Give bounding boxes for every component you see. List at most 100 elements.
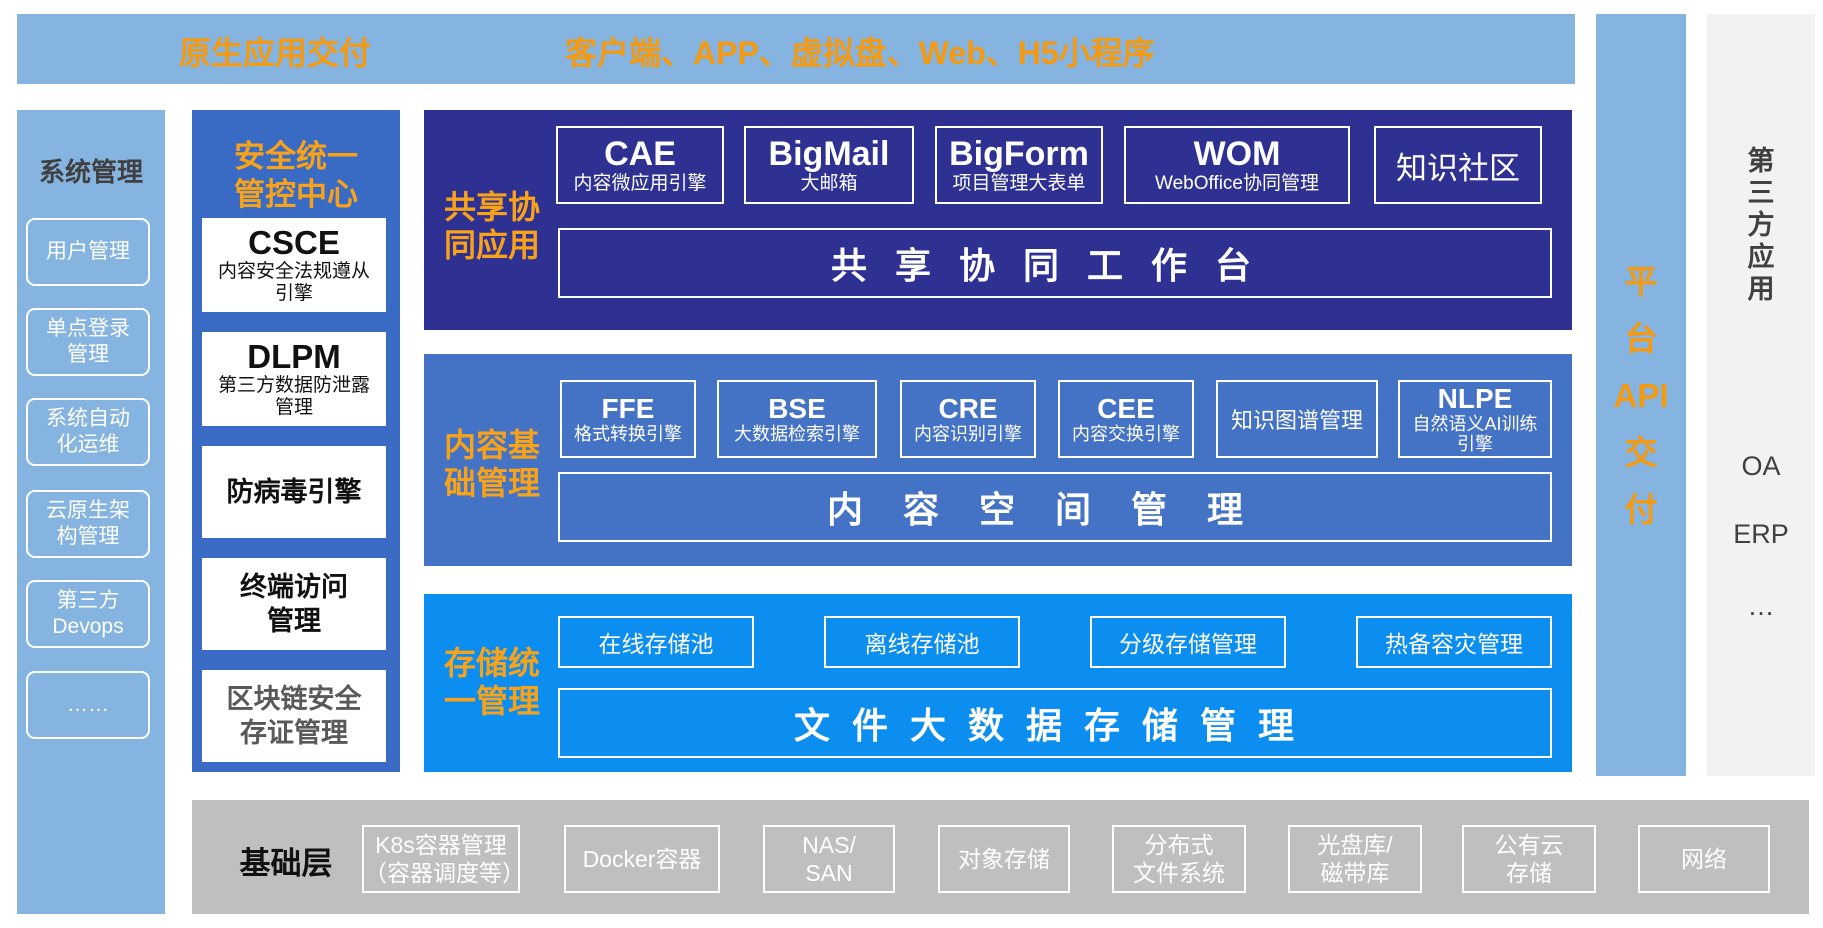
engine-cre: CRE 内容识别引擎 — [900, 380, 1036, 458]
security-title-line1: 安全统一 — [234, 139, 358, 174]
base-item-line1: NAS/ — [802, 832, 856, 858]
engine-ffe: FFE 格式转换引擎 — [560, 380, 696, 458]
sys-item-auto-ops: 系统自动 化运维 — [26, 398, 150, 466]
base-item-line1: 分布式 — [1144, 832, 1214, 858]
engine-cee: CEE 内容交换引擎 — [1058, 380, 1194, 458]
antivirus-engine-box: 防病毒引擎 — [202, 446, 386, 538]
storage-offline-pool: 离线存储池 — [824, 616, 1020, 668]
file-bigdata-storage-management: 文件大数据存储管理 — [558, 688, 1552, 758]
content-space-management: 内容空间管理 — [558, 472, 1552, 542]
terminal-access-box: 终端访问 管理 — [202, 558, 386, 650]
third-title-char: 三 — [1747, 178, 1775, 208]
third-party-oa: OA — [1741, 450, 1781, 481]
base-network: 网络 — [1638, 825, 1770, 893]
app-name: CAE — [604, 135, 676, 173]
collab-workbench: 共享协同工作台 — [558, 228, 1552, 298]
app-desc: 项目管理大表单 — [952, 173, 1086, 194]
sys-item-line1: 第三方 — [56, 589, 120, 612]
storage-title: 存储统 一管理 — [430, 642, 554, 722]
api-char: API — [1613, 376, 1669, 414]
collab-title-line2: 同应用 — [443, 227, 540, 263]
blockchain-box: 区块链安全 存证管理 — [202, 670, 386, 762]
base-item-line2: （容器调度等） — [364, 860, 525, 886]
api-char: 交 — [1624, 433, 1658, 471]
engine-desc: 内容交换引擎 — [1072, 424, 1180, 444]
base-item-line1: 光盘库/ — [1317, 832, 1393, 858]
sys-item-line1: 云原生架 — [46, 499, 130, 522]
storage-band — [424, 594, 1572, 772]
sys-item-sso: 单点登录 管理 — [26, 308, 150, 376]
dlpm-desc-2: 管理 — [274, 397, 313, 418]
sys-item-line2: 构管理 — [56, 525, 120, 548]
infrastructure-layer — [192, 800, 1809, 914]
collab-title: 共享协 同应用 — [430, 186, 554, 266]
csce-name: CSCE — [248, 224, 340, 261]
third-party-erp: ERP — [1733, 518, 1789, 549]
engine-name: CEE — [1097, 393, 1155, 424]
native-delivery-label: 原生应用交付 — [179, 35, 372, 71]
base-distributed-fs: 分布式 文件系统 — [1112, 825, 1246, 893]
base-optical-tape: 光盘库/ 磁带库 — [1288, 825, 1422, 893]
csce-box: CSCE 内容安全法规遵从 引擎 — [202, 218, 386, 312]
knowledge-community-box: 知识社区 — [1374, 126, 1542, 204]
storage-tiered-management: 分级存储管理 — [1090, 616, 1286, 668]
app-wom: WOM WebOffice协同管理 — [1124, 126, 1350, 204]
engine-bse: BSE 大数据检索引擎 — [717, 380, 877, 458]
sys-item-line2: 化运维 — [56, 433, 120, 456]
app-name: WOM — [1193, 135, 1281, 173]
sys-item-user-management: 用户管理 — [26, 218, 150, 286]
engine-name: BSE — [768, 393, 826, 424]
storage-disaster-recovery: 热备容灾管理 — [1356, 616, 1552, 668]
base-item-line1: 公有云 — [1494, 832, 1564, 858]
csce-desc: 内容安全法规遵从 — [217, 261, 370, 282]
base-item-line1: 对象存储 — [958, 846, 1050, 872]
base-item-line1: K8s容器管理 — [375, 832, 507, 858]
sys-item-line1: 单点登录 — [46, 317, 130, 340]
engine-name: FFE — [601, 393, 655, 424]
knowledge-graph-box: 知识图谱管理 — [1216, 380, 1378, 458]
storage-title-line2: 一管理 — [443, 683, 540, 719]
app-name: BigMail — [768, 135, 890, 173]
third-title-char: 用 — [1747, 274, 1775, 304]
api-char: 付 — [1624, 490, 1658, 528]
blockchain-line2: 存证管理 — [240, 718, 348, 748]
security-title: 安全统一 管控中心 — [192, 136, 400, 216]
base-item-line1: 网络 — [1681, 846, 1727, 872]
content-title-line2: 础管理 — [443, 465, 540, 501]
engine-desc: 格式转换引擎 — [574, 424, 682, 444]
base-docker: Docker容器 — [564, 825, 720, 893]
sys-item-line1: …… — [67, 693, 109, 716]
third-title-char: 第 — [1747, 146, 1775, 176]
third-party-more: … — [1747, 590, 1775, 621]
engine-desc: 大数据检索引擎 — [734, 424, 860, 444]
third-party-apps-panel — [1707, 14, 1815, 776]
sys-item-line2: 管理 — [67, 343, 109, 366]
sys-item-line1: 系统自动 — [46, 407, 130, 430]
dlpm-desc: 第三方数据防泄露 — [217, 375, 370, 396]
terminal-line1: 终端访问 — [240, 572, 348, 602]
base-k8s: K8s容器管理 （容器调度等） — [362, 825, 525, 893]
third-party-title: 第 三 方 应 用 — [1707, 140, 1815, 310]
sys-item-line1: 用户管理 — [46, 240, 130, 263]
security-title-line2: 管控中心 — [234, 177, 358, 212]
base-item-line2: 文件系统 — [1133, 860, 1225, 886]
app-name: BigForm — [949, 135, 1089, 173]
content-base-band — [424, 354, 1572, 566]
blockchain-line1: 区块链安全 — [226, 684, 362, 714]
storage-online-pool: 在线存储池 — [558, 616, 754, 668]
client-channels-label: 客户端、APP、虚拟盘、Web、H5小程序 — [565, 35, 1155, 71]
app-bigmail: BigMail 大邮箱 — [744, 126, 914, 204]
content-title: 内容基 础管理 — [430, 424, 554, 504]
native-delivery-banner: 原生应用交付 客户端、APP、虚拟盘、Web、H5小程序 — [17, 14, 1575, 84]
sys-item-third-party-devops: 第三方 Devops — [26, 580, 150, 648]
content-title-line1: 内容基 — [443, 427, 540, 463]
dlpm-name: DLPM — [247, 338, 341, 375]
system-management-title: 系统管理 — [38, 156, 143, 187]
sys-item-line2: Devops — [52, 615, 124, 638]
sys-item-cloud-native: 云原生架 构管理 — [26, 490, 150, 558]
base-item-line2: 磁带库 — [1320, 860, 1390, 886]
app-desc: WebOffice协同管理 — [1154, 173, 1319, 194]
collab-title-line1: 共享协 — [443, 189, 540, 225]
terminal-line2: 管理 — [267, 606, 321, 636]
sys-item-more: …… — [26, 671, 150, 739]
